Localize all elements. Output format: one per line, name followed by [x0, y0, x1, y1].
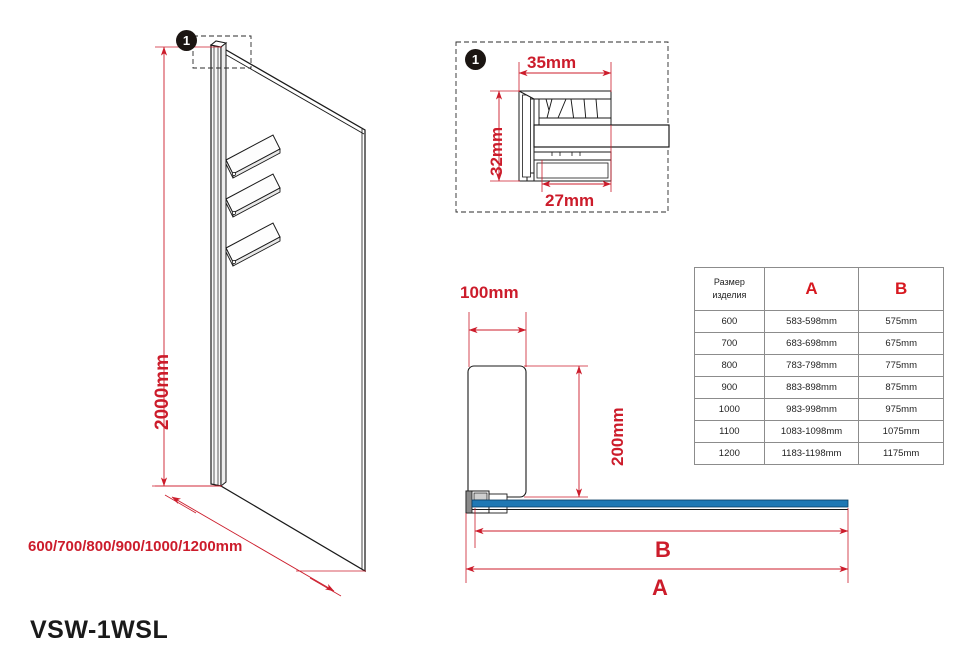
table-size-cell: 1100 [694, 420, 765, 443]
table-a-cell: 983-998mm [763, 398, 860, 421]
glass-shelf-top [225, 134, 281, 179]
table-a-cell: 883-898mm [763, 376, 860, 399]
table-header-a-label: A [805, 279, 818, 298]
table-b-cell: 875mm [858, 376, 944, 399]
dimension-label-B: B [655, 537, 671, 562]
table-header-a: A [763, 267, 860, 311]
table-size-cell: 600 [694, 310, 765, 333]
table-header-b: B [858, 267, 944, 311]
dimension-100mm [468, 312, 527, 367]
dimension-label-A: A [652, 575, 668, 600]
table-size-cell: 1200 [694, 442, 765, 465]
glass-panel-plan [471, 499, 849, 508]
profile-plan-hatch [465, 490, 473, 514]
table-header-b-label: B [895, 279, 908, 298]
table-a-cell: 583-598mm [763, 310, 860, 333]
table-header-row: Размер изделия A B [694, 267, 944, 311]
dimension-27mm [541, 125, 612, 192]
isometric-shower-screen [152, 35, 366, 597]
dimension-label-widths: 600/700/800/900/1000/1200mm [28, 538, 243, 555]
dimension-A [465, 513, 849, 583]
table-header-size: Размер изделия [694, 267, 765, 311]
table-size-cell: 800 [694, 354, 765, 377]
dimension-label-100mm: 100mm [460, 283, 519, 302]
table-header-size-line1: Размер [713, 276, 745, 287]
table-size-cell: 700 [694, 332, 765, 355]
table-b-cell: 975mm [858, 398, 944, 421]
table-b-cell: 1075mm [858, 420, 944, 443]
dimension-label-32mm: 32mm [487, 126, 506, 176]
dimension-label-height: 2000mm [152, 353, 173, 430]
table-b-cell: 1175mm [858, 442, 944, 465]
glass-panel [220, 45, 366, 573]
dimension-200mm [524, 365, 588, 498]
detail-glass-section [533, 124, 670, 148]
glass-shelf-bottom [225, 222, 281, 267]
table-a-cell: 1083-1098mm [763, 420, 860, 443]
dimension-label-200mm: 200mm [608, 407, 627, 466]
table-b-cell: 675mm [858, 332, 944, 355]
plan-top-view [465, 312, 849, 583]
balloon-callout-detail: 1 [465, 49, 486, 70]
table-b-cell: 575mm [858, 310, 944, 333]
detail-callout-box-iso [192, 35, 252, 69]
dimension-35mm [518, 62, 612, 92]
dimension-label-35mm: 35mm [527, 53, 577, 72]
wall-profile-post [210, 44, 222, 487]
table-size-cell: 900 [694, 376, 765, 399]
dimension-width-options [152, 485, 366, 597]
table-header-size-line2: изделия [712, 290, 747, 300]
table-a-cell: 1183-1198mm [763, 442, 860, 465]
dimension-label-27mm: 27mm [545, 191, 595, 210]
balloon-callout-iso: 1 [176, 30, 197, 51]
dimension-32mm [490, 90, 520, 182]
table-a-cell: 683-698mm [763, 332, 860, 355]
wall-bracket-plan [467, 365, 527, 498]
detail-profile-view [455, 41, 670, 213]
product-model-label: VSW-1WSL [30, 616, 169, 644]
table-size-cell: 1000 [694, 398, 765, 421]
table-a-cell: 783-798mm [763, 354, 860, 377]
glass-shelf-middle [225, 173, 281, 218]
table-b-cell: 775mm [858, 354, 944, 377]
